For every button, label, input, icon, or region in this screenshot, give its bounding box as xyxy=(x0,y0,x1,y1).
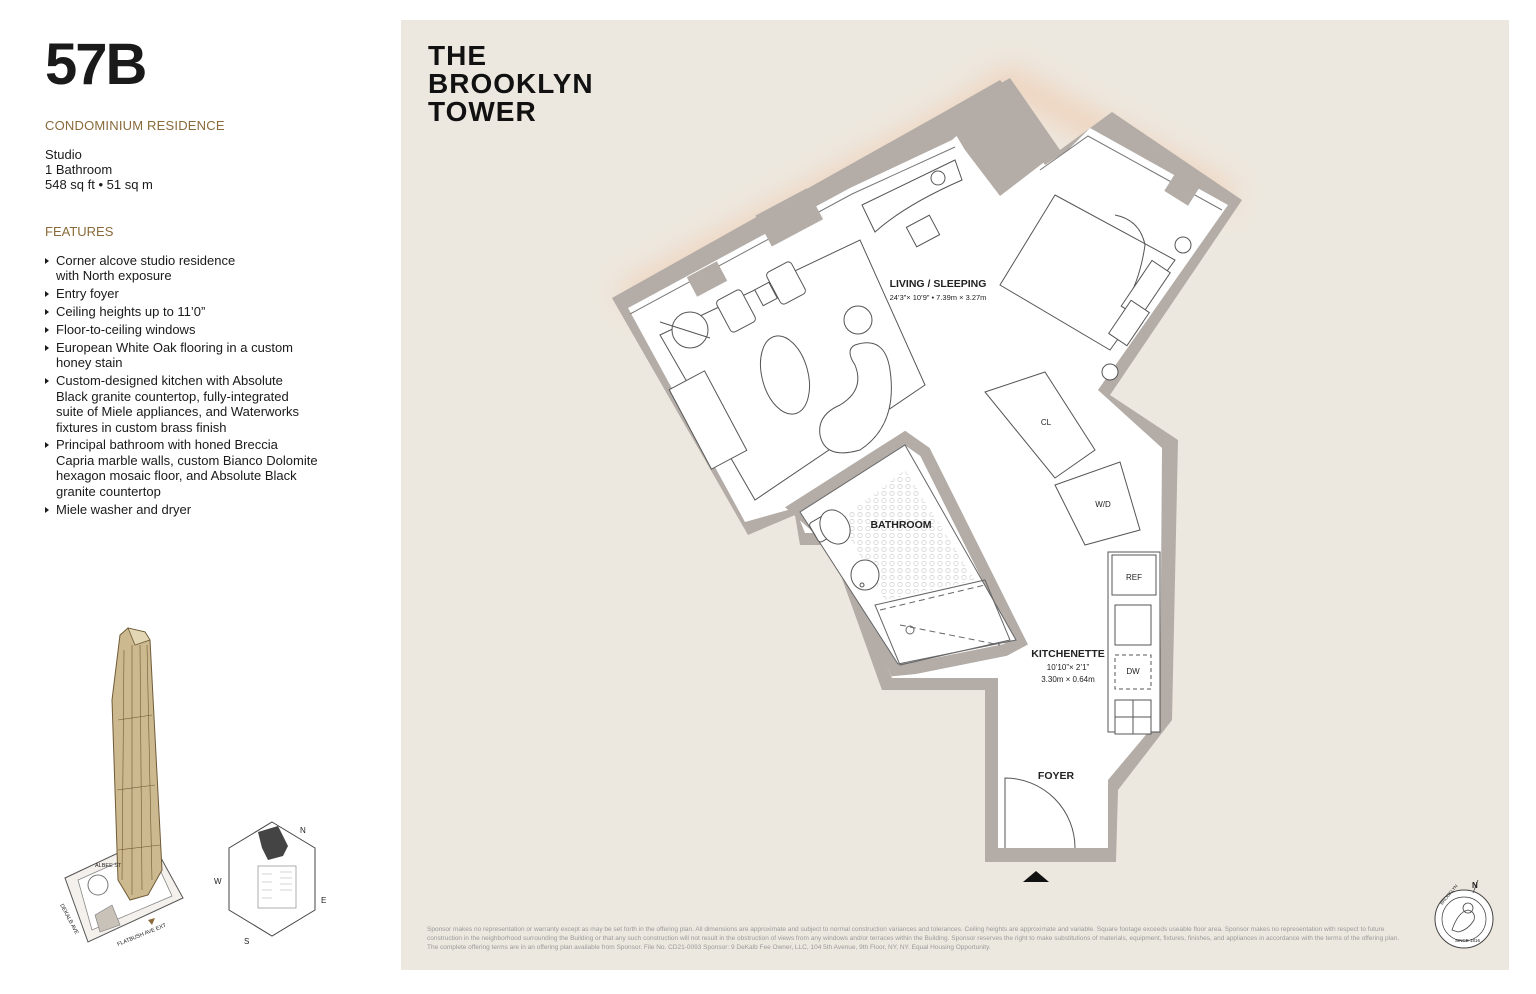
living-dimensions: 24’3”× 10’9” • 7.39m × 3.27m xyxy=(890,293,987,302)
feature-item: Floor-to-ceiling windows xyxy=(45,322,375,337)
kitchenette-dim-metric: 3.30m × 0.64m xyxy=(1041,675,1095,684)
kitchenette-label: KITCHENETTE xyxy=(1031,648,1105,660)
compass-n: N xyxy=(300,826,306,835)
closet-label: CL xyxy=(1041,418,1052,427)
washer-dryer xyxy=(1054,461,1141,546)
spec-bathrooms: 1 Bathroom xyxy=(45,162,113,177)
entry-arrow xyxy=(1023,871,1049,882)
foyer-label: FOYER xyxy=(1038,770,1075,782)
key-plan: N E S W xyxy=(214,821,326,946)
dw-label: DW xyxy=(1126,667,1140,676)
north-seal: N BROOKLYN SINCE 1816 xyxy=(1434,879,1494,949)
sink xyxy=(850,559,880,591)
unit-specs: Studio 1 Bathroom 548 sq ft • 51 sq m xyxy=(45,147,375,192)
closet xyxy=(984,371,1096,479)
living-label: LIVING / SLEEPING xyxy=(890,278,987,290)
desk xyxy=(861,159,963,248)
entry-door xyxy=(1004,777,1076,849)
seal-north: N xyxy=(1472,881,1478,890)
interior-floor xyxy=(628,96,1228,848)
column-piers xyxy=(686,78,1200,297)
street-albee: ALBEE ST xyxy=(95,863,122,869)
kitchenette-dim-imperial: 10’10”× 2’1” xyxy=(1047,663,1090,672)
bathroom-label: BATHROOM xyxy=(870,519,931,531)
features-heading: FEATURES xyxy=(45,224,114,239)
bed xyxy=(999,194,1192,381)
spec-bedrooms: Studio xyxy=(45,147,82,162)
left-column: 57B CONDOMINIUM RESIDENCE Studio 1 Bathr… xyxy=(45,30,375,520)
feature-item: Miele washer and dryer xyxy=(45,502,375,517)
unit-number: 57B xyxy=(45,32,147,97)
kitchen-counter xyxy=(1107,551,1161,735)
tower-illustration: ALBEE ST DEKALB AVE FLATBUSH AVE EXT xyxy=(58,627,184,948)
ref-label: REF xyxy=(1126,573,1142,582)
wd-label: W/D xyxy=(1095,500,1111,509)
residence-type: CONDOMINIUM RESIDENCE xyxy=(45,118,225,133)
spec-area: 548 sq ft • 51 sq m xyxy=(45,177,153,192)
feature-item: Ceiling heights up to 11’0” xyxy=(45,304,375,319)
feature-item: Entry foyer xyxy=(45,286,375,301)
legal-disclaimer: Sponsor makes no representation or warra… xyxy=(427,926,1400,951)
compass-w: W xyxy=(214,877,222,886)
shower xyxy=(874,579,1011,666)
compass-s: S xyxy=(244,937,249,946)
toilet xyxy=(809,509,851,545)
compass-e: E xyxy=(321,896,326,905)
seal-text-bottom: SINCE 1816 xyxy=(1455,938,1481,943)
street-flatbush: FLATBUSH AVE EXT xyxy=(117,922,168,947)
living-furniture xyxy=(659,239,926,501)
